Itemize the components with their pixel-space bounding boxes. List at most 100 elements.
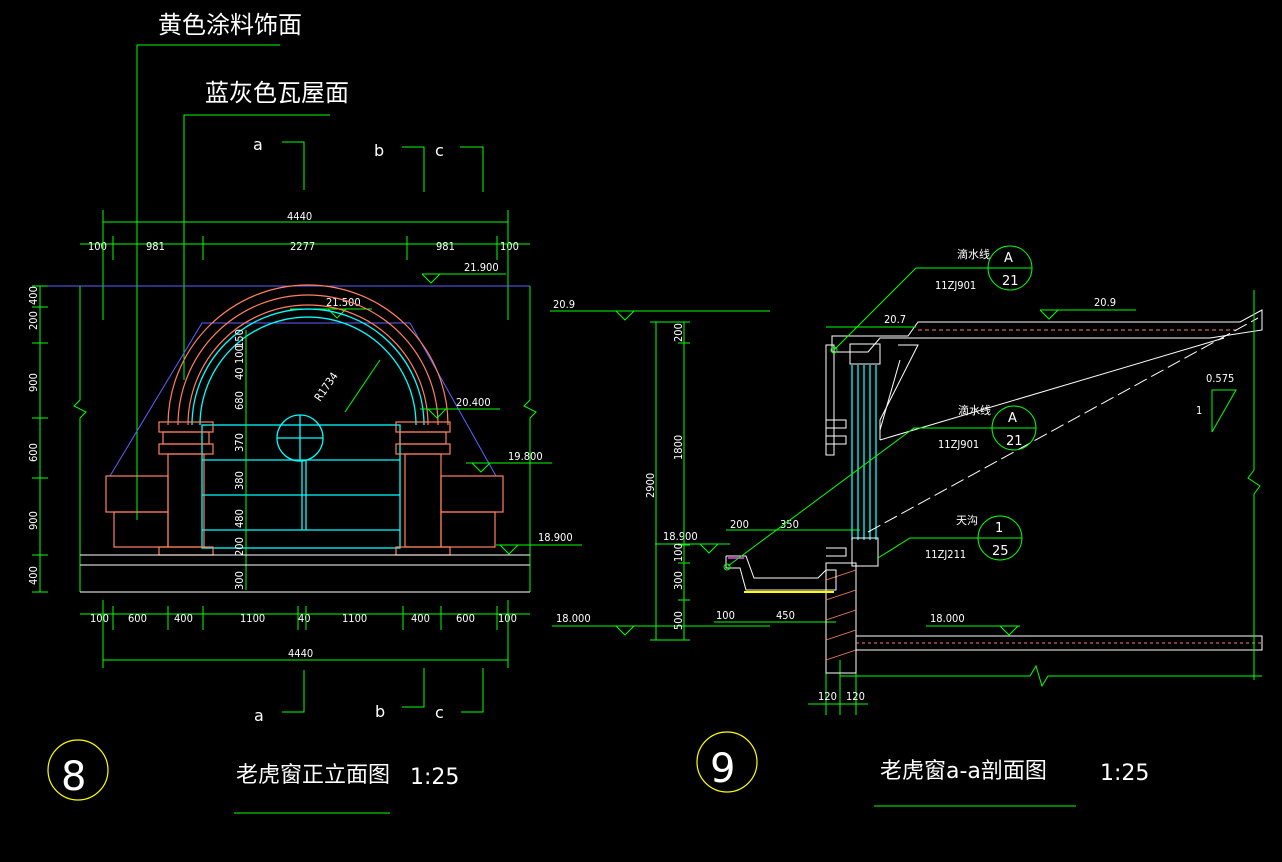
title-circle-9 xyxy=(696,731,758,793)
elev-21900: 21.900 xyxy=(464,261,499,274)
callout-a1-leader xyxy=(833,267,988,351)
dim-left-v-0: 200 xyxy=(27,311,40,330)
label-tile-roof: 蓝灰色瓦屋面 xyxy=(205,79,349,107)
dim-sec-inner-4: 500 xyxy=(672,611,685,630)
callout-b-leader xyxy=(877,537,978,559)
dim-sec-h-5: 120 xyxy=(846,690,865,703)
dim-inner-v-2: 150 xyxy=(233,329,246,348)
dim-bot-seg-0: 100 xyxy=(90,612,109,625)
dim-bot-seg-7: 600 xyxy=(456,612,475,625)
section-a-bot: a xyxy=(254,706,264,725)
section-mark-a-bot xyxy=(282,670,305,713)
dim-bot-seg-6: 400 xyxy=(411,612,430,625)
dim-bot-total: 4440 xyxy=(288,647,313,660)
elev-18000-left: 18.000 xyxy=(556,612,591,625)
dormer-roof-outline xyxy=(109,322,497,477)
dim-inner-v-4: 370 xyxy=(233,433,246,452)
elev-19800: 19.800 xyxy=(508,450,543,463)
dim-sec-outer: 2900 xyxy=(644,473,657,498)
title-8: 老虎窗正立面图 xyxy=(236,763,390,788)
pillar-left xyxy=(105,421,214,556)
dim-left-v-2: 900 xyxy=(27,373,40,392)
window-sill xyxy=(851,537,879,567)
dim-left-v-5: 400 xyxy=(27,566,40,585)
break-line-right xyxy=(523,286,537,592)
gutter-body xyxy=(725,555,837,591)
section-c-bot: c xyxy=(435,703,444,722)
scale-9: 1:25 xyxy=(1100,761,1149,786)
break-line-section xyxy=(840,664,1262,688)
label-paint-finish: 黄色涂料饰面 xyxy=(158,11,302,39)
title-number-8: 8 xyxy=(61,754,86,800)
dim-inner-v-8: 300 xyxy=(233,571,246,590)
dim-top-total: 4440 xyxy=(287,210,312,223)
elev-209-left: 20.9 xyxy=(553,298,575,311)
elevation-drawing: 黄色涂料饰面 蓝灰色瓦屋面 a b c 4440 100 981 2277 98… xyxy=(27,11,582,814)
window-head xyxy=(849,343,881,365)
section-drawing: 20.9 18.000 18.900 2900 200 1800 100 300… xyxy=(550,245,1263,807)
elev-18900-left: 18.900 xyxy=(538,531,573,544)
break-line-left xyxy=(73,286,87,592)
label-gutter: 天沟 xyxy=(956,514,978,527)
section-mark-b-bot xyxy=(402,668,425,708)
section-c-top: c xyxy=(435,141,444,160)
dim-sec-h-1: 350 xyxy=(780,518,799,531)
elev-21500: 21.500 xyxy=(326,296,361,309)
title-number-9: 9 xyxy=(710,746,735,792)
label-drip-2: 滴水线 xyxy=(958,403,991,417)
dim-left-v-1: 400 xyxy=(27,286,40,305)
dim-sec-inner-3: 300 xyxy=(672,571,685,590)
pillar-right xyxy=(395,421,504,556)
elev-20400: 20.400 xyxy=(456,396,491,409)
dim-sec-h-2: 100 xyxy=(716,609,735,622)
ref-11zj901-b: 11ZJ901 xyxy=(938,438,979,451)
outer-arch-3 xyxy=(187,304,429,426)
elev-209-right: 20.9 xyxy=(1094,296,1116,309)
dim-sec-inner-2: 100 xyxy=(672,543,685,562)
break-line-section-right xyxy=(1247,290,1261,680)
dim-inner-v-5: 380 xyxy=(233,471,246,490)
callout-a1-top: A xyxy=(1004,251,1013,266)
ref-11zj211: 11ZJ211 xyxy=(925,548,966,561)
dim-bot-seg-1: 600 xyxy=(128,612,147,625)
window-arch-inner xyxy=(199,316,417,426)
callout-a1-bot: 21 xyxy=(1002,274,1019,289)
title-9: 老虎窗a-a剖面图 xyxy=(880,759,1047,784)
dim-bot-seg-3: 1100 xyxy=(240,612,265,625)
dim-inner-v-6: 480 xyxy=(233,509,246,528)
dim-bot-seg-2: 400 xyxy=(174,612,193,625)
wall-lower xyxy=(825,562,857,674)
callout-a2-bot: 21 xyxy=(1006,434,1023,449)
callout-b-bot: 25 xyxy=(992,544,1009,559)
dim-bot-seg-4: 40 xyxy=(298,612,311,625)
leader-paint-finish xyxy=(136,44,280,520)
elev-18000-right: 18.000 xyxy=(930,612,965,625)
leader-tile-roof xyxy=(183,114,330,380)
section-mark-b-top xyxy=(402,146,425,192)
dim-inner-v-7: 200 xyxy=(233,537,246,556)
section-mark-c-bot xyxy=(461,668,484,713)
roof-underside xyxy=(879,337,1225,441)
dim-left-v-3: 600 xyxy=(27,443,40,462)
label-drip-1: 滴水线 xyxy=(957,247,990,261)
wall-upper xyxy=(825,344,835,456)
dim-bot-seg-5: 1100 xyxy=(342,612,367,625)
dim-inner-v-1: 100 xyxy=(233,345,246,364)
dim-top-seg-1: 981 xyxy=(146,240,165,253)
dim-inner-v-0: 40 xyxy=(233,367,246,380)
floor-slab xyxy=(855,635,1263,651)
label-radius: R1734 xyxy=(312,370,341,404)
callout-a2-leader xyxy=(727,427,992,567)
window-jamb xyxy=(851,365,877,540)
outer-arch-1 xyxy=(167,284,449,426)
slope-triangle xyxy=(1211,389,1237,433)
radius-leader xyxy=(344,359,381,413)
scale-8: 1:25 xyxy=(410,765,459,790)
title-circle-8 xyxy=(47,739,109,801)
dim-sec-h-4: 120 xyxy=(818,690,837,703)
dim-sec-inner-1: 1800 xyxy=(672,435,685,460)
dim-sec-h-3: 450 xyxy=(776,609,795,622)
dim-sec-inner-0: 200 xyxy=(672,323,685,342)
section-a-top: a xyxy=(253,135,263,154)
